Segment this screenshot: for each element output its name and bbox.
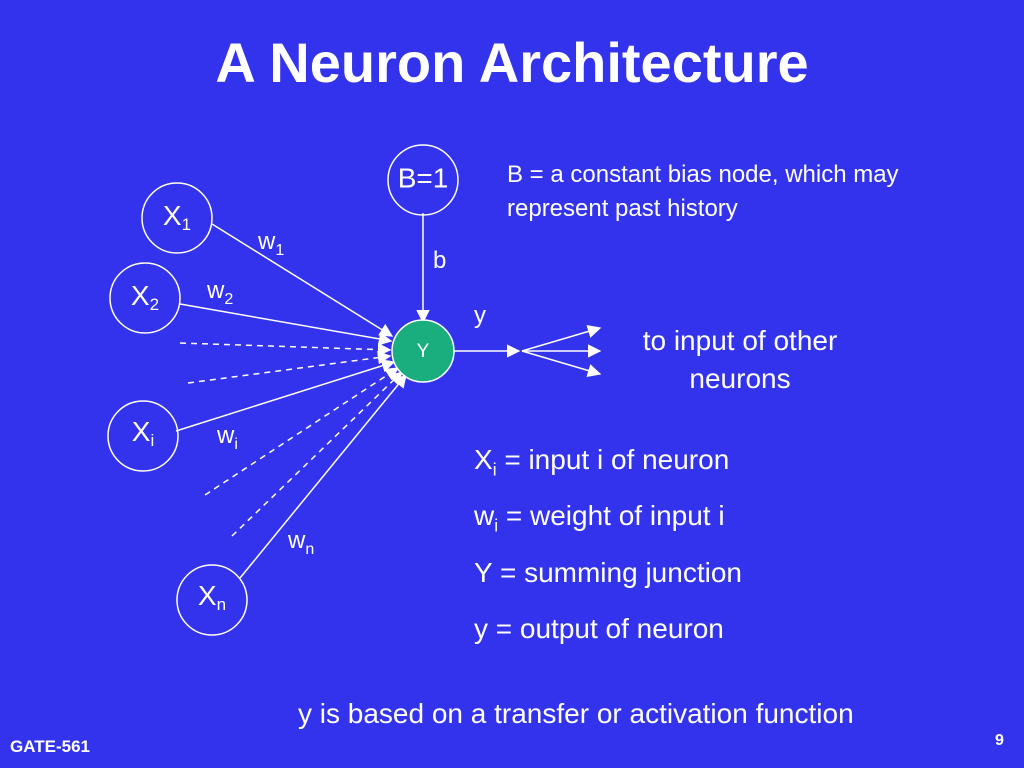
input-node-x1 xyxy=(141,182,213,254)
dashed-edge-2 xyxy=(187,350,392,384)
dashed-edge-1 xyxy=(179,342,392,357)
bias-node-label: B=1 xyxy=(398,162,449,193)
output-fan-top xyxy=(521,324,602,352)
weight-label-w1: w1 xyxy=(257,228,284,259)
weight-label-wn: wn xyxy=(287,527,314,558)
edge-xi xyxy=(175,359,396,432)
input-node-x1-label: X1 xyxy=(163,200,191,234)
legend-item-summing: Y = summing junction xyxy=(474,557,742,588)
slide-title: A Neuron Architecture xyxy=(215,31,809,94)
legend-item-output: y = output of neuron xyxy=(474,613,724,644)
input-node-xn-label: Xn xyxy=(198,580,226,614)
edge-x1 xyxy=(211,223,394,337)
input-node-x2-label: X2 xyxy=(131,280,159,314)
edge-xn xyxy=(239,373,407,579)
input-node-xi xyxy=(107,400,179,472)
page-number: 9 xyxy=(995,732,1004,749)
bias-edge-label: b xyxy=(433,247,446,274)
dashed-edge-3 xyxy=(204,367,400,496)
input-node-x2 xyxy=(109,262,181,334)
weight-label-wi: wi xyxy=(216,422,238,453)
output-edge-label: y xyxy=(474,302,486,329)
edge-x2 xyxy=(179,303,393,346)
legend-item-weight: wi = weight of input i xyxy=(474,500,725,536)
input-node-xn xyxy=(176,564,248,636)
activation-note: y is based on a transfer or activation f… xyxy=(298,698,854,729)
bias-description: B = a constant bias node, which may repr… xyxy=(507,161,899,222)
legend-item-input: Xi = input i of neuron xyxy=(474,444,730,480)
bias-node xyxy=(387,144,459,216)
input-node-xi-label: Xi xyxy=(132,416,154,450)
output-fan-bottom xyxy=(521,350,602,378)
output-description: to input of other neurons xyxy=(642,325,838,394)
dashed-edge-4 xyxy=(231,371,403,537)
weight-label-w2: w2 xyxy=(206,277,233,308)
course-code: GATE-561 xyxy=(10,737,90,756)
summing-node-label: Y xyxy=(417,341,430,362)
summing-node xyxy=(391,319,455,383)
